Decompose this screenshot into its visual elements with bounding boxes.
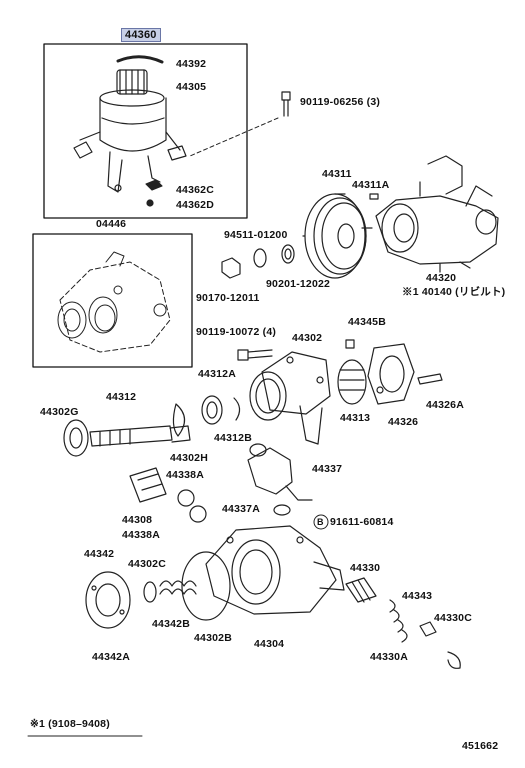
cover-o-ring xyxy=(143,581,157,603)
front-housing xyxy=(249,351,331,445)
part-04446[interactable]: 04446 xyxy=(96,218,127,230)
side-plate xyxy=(367,343,415,405)
o-ring-lower xyxy=(189,505,207,523)
part-44302C[interactable]: 44302C xyxy=(128,558,166,570)
reservoir-group-box xyxy=(43,43,248,219)
part-90119-10072[interactable]: 90119-10072 (4) xyxy=(196,326,277,338)
relief-valve xyxy=(345,577,377,603)
part-44312B[interactable]: 44312B xyxy=(214,432,252,444)
hose-clamp-c xyxy=(145,179,163,191)
lock-washer xyxy=(253,248,267,268)
part-90119-06256[interactable]: 90119-06256 (3) xyxy=(300,96,381,108)
hose-clamp-d xyxy=(146,199,154,207)
part-44342B[interactable]: 44342B xyxy=(152,618,190,630)
flow-control-valve xyxy=(129,467,167,503)
valve-plug xyxy=(419,621,437,637)
kit-pump-sketch xyxy=(57,251,171,353)
pump-shaft xyxy=(89,425,191,447)
end-cover xyxy=(85,571,131,629)
part-44311A[interactable]: 44311A xyxy=(352,179,390,191)
o-ring-upper xyxy=(177,489,195,507)
pump-assembly xyxy=(361,155,499,273)
bracket-bolt xyxy=(281,91,291,117)
part-44345B[interactable]: 44345B xyxy=(348,316,386,328)
part-91611-60814[interactable]: 91611-60814 xyxy=(330,516,394,528)
pulley-key xyxy=(369,193,379,200)
part-44326A[interactable]: 44326A xyxy=(426,399,464,411)
valve-spring xyxy=(159,580,197,595)
part-44330[interactable]: 44330 xyxy=(350,562,381,574)
housing-bolts xyxy=(237,349,273,361)
bolt-b-marker: B xyxy=(317,517,324,527)
part-44326[interactable]: 44326 xyxy=(388,416,419,428)
bolt-b-marker-circle xyxy=(313,514,329,530)
plate-pin xyxy=(345,339,355,349)
part-44313[interactable]: 44313 xyxy=(340,412,371,424)
part-44320[interactable]: 44320 xyxy=(426,272,457,284)
pulley-nut xyxy=(221,257,241,279)
part-44330C[interactable]: 44330C xyxy=(434,612,472,624)
part-44338A-upper[interactable]: 44338A xyxy=(166,469,204,481)
part-90201-12022[interactable]: 90201-12022 xyxy=(266,278,331,290)
part-44308[interactable]: 44308 xyxy=(122,514,153,526)
part-90170-12011[interactable]: 90170-12011 xyxy=(196,292,260,304)
part-44343[interactable]: 44343 xyxy=(402,590,433,602)
suction-pipe xyxy=(247,443,313,501)
part-44302[interactable]: 44302 xyxy=(292,332,323,344)
part-44337[interactable]: 44337 xyxy=(312,463,343,475)
bearing-snap-ring xyxy=(233,397,241,421)
reservoir-tank xyxy=(73,89,187,193)
snap-ring xyxy=(172,403,186,437)
reservoir-cap xyxy=(116,69,148,95)
diagram-id: 451662 xyxy=(462,740,499,752)
part-44342A[interactable]: 44342A xyxy=(92,651,130,663)
gasket-kit-box xyxy=(32,233,193,368)
part-44311[interactable]: 44311 xyxy=(322,168,352,180)
footnote-note: ※1 (9108–9408) xyxy=(30,718,110,730)
part-44342[interactable]: 44342 xyxy=(84,548,115,560)
part-44362C[interactable]: 44362C xyxy=(176,184,214,196)
oil-seal xyxy=(63,419,89,457)
shaft-bearing xyxy=(201,395,223,425)
flat-washer-inner xyxy=(284,248,292,260)
part-44302G[interactable]: 44302G xyxy=(40,406,79,418)
part-44338A-lower[interactable]: 44338A xyxy=(122,529,160,541)
part-40140[interactable]: ※1 40140 (リビルト) xyxy=(402,286,506,298)
retainer-clip xyxy=(447,651,461,669)
part-44330A[interactable]: 44330A xyxy=(370,651,408,663)
pipe-o-ring xyxy=(273,504,291,516)
part-44392[interactable]: 44392 xyxy=(176,58,207,70)
rotor-vanes xyxy=(337,359,367,405)
drive-pulley xyxy=(302,193,367,279)
part-44337A[interactable]: 44337A xyxy=(222,503,260,515)
dowel-pin xyxy=(417,373,443,385)
part-94511-01200[interactable]: 94511-01200 xyxy=(224,229,288,241)
bolt-dash-line xyxy=(189,117,279,157)
hose-clip xyxy=(116,55,164,64)
part-44360-highlight[interactable]: 44360 xyxy=(121,28,161,42)
part-44304[interactable]: 44304 xyxy=(254,638,285,650)
part-44302B[interactable]: 44302B xyxy=(194,632,232,644)
part-44312[interactable]: 44312 xyxy=(106,391,137,403)
housing-o-ring xyxy=(181,551,231,621)
part-44302H[interactable]: 44302H xyxy=(170,452,208,464)
relief-spring xyxy=(389,599,408,643)
part-44362D[interactable]: 44362D xyxy=(176,199,214,211)
part-44312A[interactable]: 44312A xyxy=(198,368,236,380)
part-44305[interactable]: 44305 xyxy=(176,81,207,93)
flat-washer xyxy=(281,244,295,264)
